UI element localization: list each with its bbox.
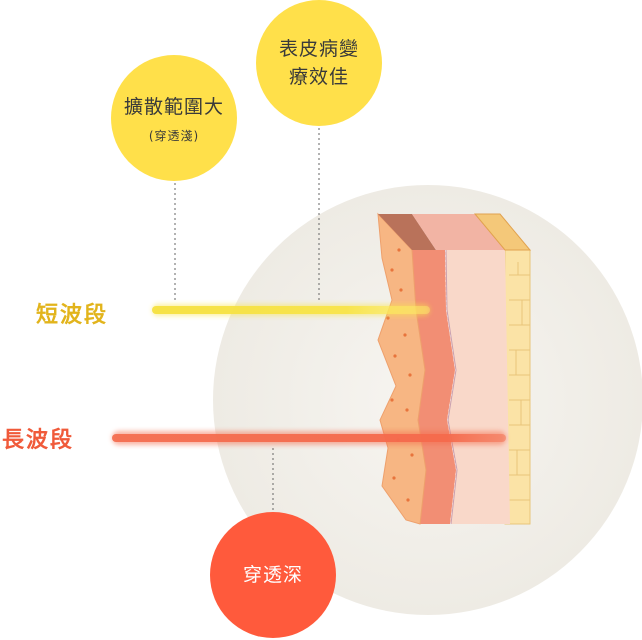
skin-block [377, 212, 532, 525]
outer-skin-layer [377, 212, 427, 525]
fat-cells [509, 262, 530, 501]
diffusion-text: 擴散範圍大 [123, 95, 224, 118]
diffusion-bubble: 擴散範圍大 (穿透淺) [111, 55, 237, 181]
top-face-dark [378, 214, 436, 250]
top-face-fat [473, 213, 532, 251]
long-wave-beam [112, 431, 506, 445]
short-wave-label: 短波段 [36, 303, 109, 328]
top-face-mid [412, 214, 505, 250]
diffusion-subtext: (穿透淺) [148, 128, 200, 143]
penetration-bubble: 穿透深 [210, 512, 336, 638]
epidermis-layer [412, 250, 456, 524]
dermis-layer [445, 250, 510, 524]
long-wave-label: 長波段 [2, 428, 75, 453]
epidermis-text-line1: 表皮病變 [278, 38, 359, 60]
epidermis-bubble: 表皮病變 療效佳 [256, 0, 382, 126]
short-wave-beam [152, 304, 430, 316]
penetration-text: 穿透深 [242, 564, 303, 586]
epidermis-text-line2: 療效佳 [288, 66, 349, 88]
